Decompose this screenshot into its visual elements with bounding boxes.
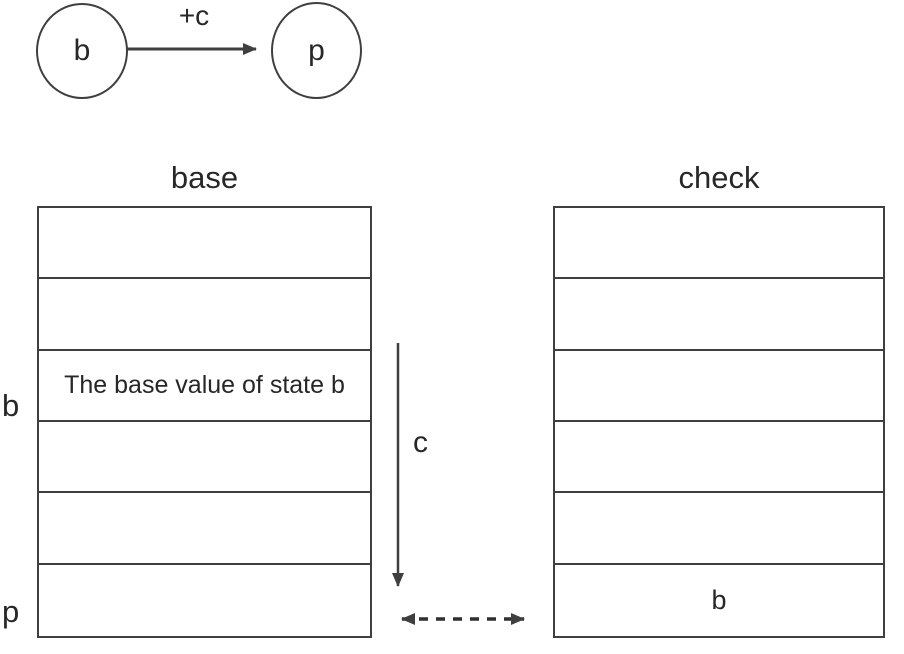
offset-arrow-label: c (413, 426, 428, 459)
table-row (555, 279, 883, 351)
table-row (39, 493, 370, 565)
state-node-b: b (36, 3, 128, 99)
table-row (555, 422, 883, 494)
base-array-table: The base value of state b (37, 206, 372, 638)
table-row (39, 208, 370, 280)
check-array-table: b (553, 206, 885, 638)
cell-text: b (711, 584, 727, 615)
table-row (39, 422, 370, 494)
check-array-title: check (678, 160, 760, 195)
base-row-label-b: b (2, 388, 20, 423)
state-node-p-label: p (308, 33, 325, 67)
table-row-b-value: b (555, 565, 883, 636)
state-node-b-label: b (73, 34, 91, 67)
state-node-p: p (271, 2, 362, 99)
table-row-p (39, 565, 370, 636)
table-row (555, 351, 883, 423)
transition-label: +c (178, 0, 210, 31)
table-row-b: The base value of state b (39, 351, 370, 423)
base-array-title: base (170, 160, 239, 195)
base-row-label-p: p (2, 594, 20, 629)
table-row (555, 208, 883, 280)
table-row (39, 279, 370, 351)
table-row (555, 493, 883, 565)
cell-text: The base value of state b (64, 370, 345, 399)
